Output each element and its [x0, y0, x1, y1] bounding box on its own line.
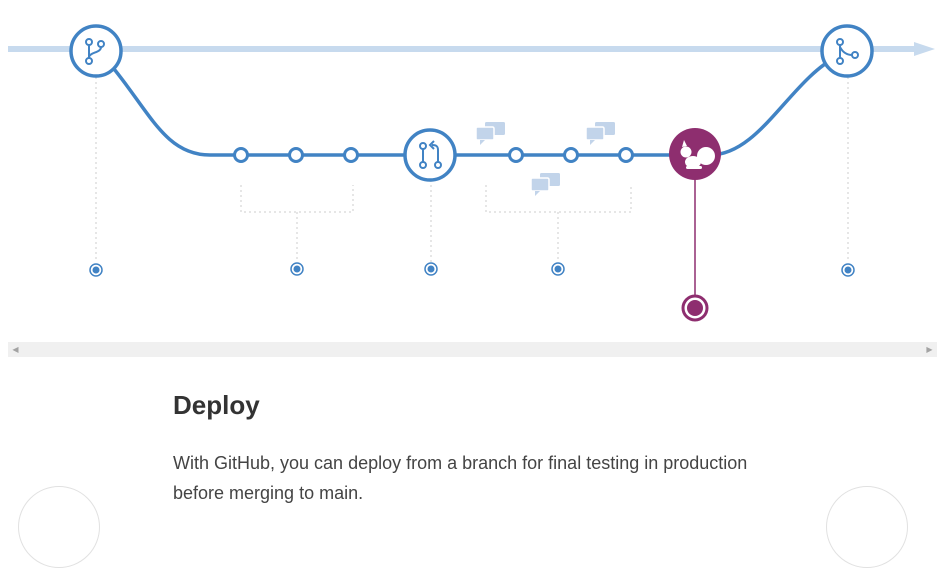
merge-step[interactable]: [820, 24, 874, 78]
commit-node[interactable]: [508, 147, 524, 163]
commit-node[interactable]: [618, 147, 634, 163]
merge-icon: [836, 38, 859, 65]
scroll-left-arrow[interactable]: ◀: [12, 345, 19, 354]
step-marker[interactable]: [290, 262, 304, 276]
section-title: Deploy: [173, 390, 260, 420]
pull-request-icon: [419, 140, 442, 169]
commit-node[interactable]: [233, 147, 249, 163]
commit-nodes: [233, 147, 634, 163]
previous-step-button[interactable]: [18, 486, 100, 568]
step-marker[interactable]: [89, 263, 103, 277]
create-branch-step[interactable]: [69, 24, 123, 78]
commit-node[interactable]: [563, 147, 579, 163]
next-step-button[interactable]: [826, 486, 908, 568]
commit-node[interactable]: [288, 147, 304, 163]
feature-branch-path: [108, 54, 839, 157]
squirrel-icon: [680, 140, 715, 169]
branch-icon: [85, 38, 105, 65]
step-marker[interactable]: [841, 263, 855, 277]
step-marker[interactable]: [424, 262, 438, 276]
scroll-right-arrow[interactable]: ▶: [926, 345, 933, 354]
horizontal-scrollbar[interactable]: ◀ ▶: [8, 342, 937, 357]
comment-bubbles-icon: [475, 122, 615, 196]
step-marker[interactable]: [551, 262, 565, 276]
main-branch-line: [8, 42, 935, 56]
pull-request-step[interactable]: [403, 128, 457, 182]
step-markers: [89, 262, 855, 277]
section-description: With GitHub, you can deploy from a branc…: [173, 453, 748, 503]
commit-node[interactable]: [343, 147, 359, 163]
leader-lines: [95, 72, 849, 262]
github-flow-diagram: [8, 24, 935, 322]
deploy-step[interactable]: [669, 128, 721, 322]
